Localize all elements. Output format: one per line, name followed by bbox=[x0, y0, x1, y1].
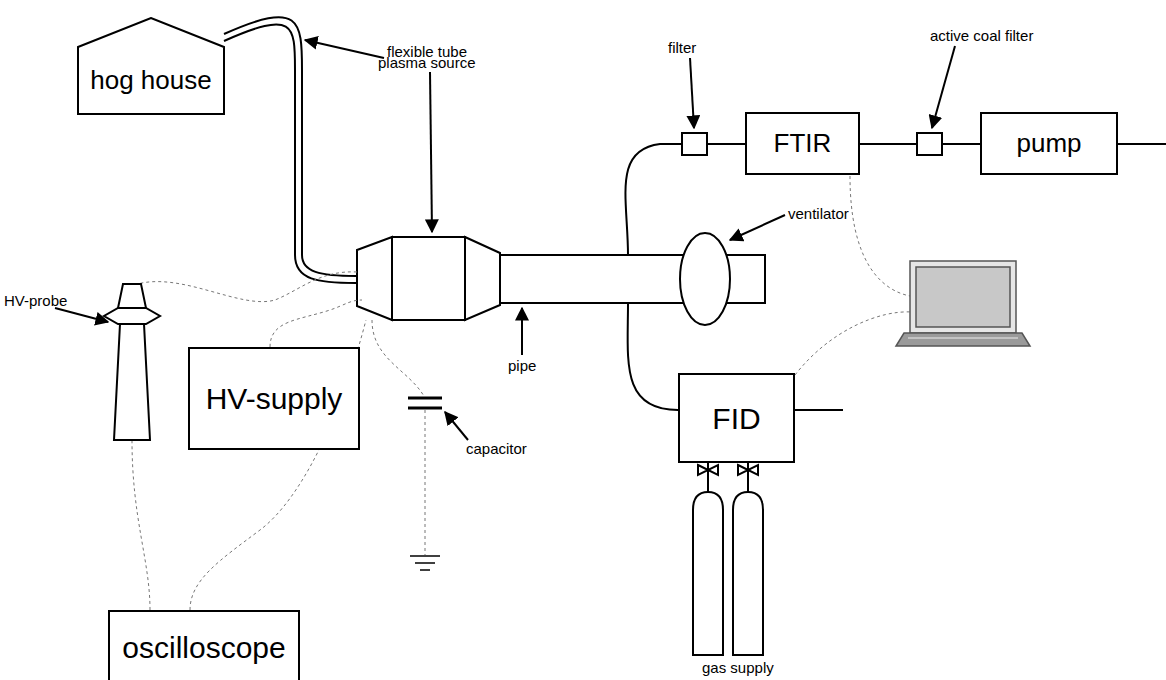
gas-cylinder bbox=[693, 492, 723, 655]
building-shape: hog house bbox=[77, 17, 225, 115]
capacitor-symbol bbox=[408, 398, 442, 408]
data-cable bbox=[132, 176, 912, 610]
gas-cylinder bbox=[693, 463, 763, 655]
capacitor-symbol bbox=[408, 397, 442, 400]
plasma-source bbox=[465, 237, 500, 320]
plasma-source bbox=[357, 237, 500, 320]
part-label: gas supply bbox=[702, 660, 774, 677]
leader-arrow bbox=[445, 412, 468, 440]
box-label: HV-supply bbox=[206, 382, 343, 415]
ground-symbol bbox=[410, 555, 440, 557]
oscilloscope-box: oscilloscope bbox=[108, 610, 300, 680]
flexible-tube bbox=[224, 17, 356, 276]
hv-probe-symbol bbox=[118, 284, 146, 308]
box-label: oscilloscope bbox=[122, 631, 285, 664]
leader-arrow bbox=[932, 46, 955, 128]
instrument-box: FTIR bbox=[745, 112, 860, 175]
ground-symbol bbox=[410, 556, 440, 570]
house-outline bbox=[78, 18, 224, 114]
gas-cylinder bbox=[747, 463, 749, 495]
hv-probe-symbol bbox=[104, 284, 160, 440]
laptop-icon bbox=[896, 333, 1030, 346]
laptop-icon bbox=[896, 261, 1030, 346]
part-label: active coal filter bbox=[930, 28, 1033, 45]
sampling-line bbox=[707, 143, 745, 145]
pipe bbox=[680, 233, 730, 325]
box-label: FID bbox=[712, 402, 760, 435]
part-label: pipe bbox=[508, 358, 536, 375]
hv-probe-symbol bbox=[114, 324, 150, 440]
part-label: plasma source bbox=[378, 55, 476, 72]
instrument-box: FID bbox=[678, 373, 795, 463]
gas-cylinder bbox=[707, 463, 709, 495]
gas-cylinder bbox=[733, 492, 763, 655]
part-label: ventilator bbox=[788, 206, 849, 223]
leader-arrow bbox=[521, 308, 523, 355]
capacitor-symbol bbox=[408, 407, 442, 410]
part-label: filter bbox=[668, 40, 696, 57]
data-cable bbox=[850, 176, 910, 296]
data-cable bbox=[372, 320, 425, 398]
hv-probe-symbol bbox=[104, 308, 160, 324]
ground-symbol bbox=[415, 562, 435, 564]
sampling-line bbox=[625, 144, 1166, 410]
leader-arrow bbox=[305, 40, 384, 58]
box-label: pump bbox=[1016, 129, 1081, 158]
filter-symbol bbox=[917, 133, 942, 155]
laptop-icon bbox=[916, 267, 1010, 327]
data-cable bbox=[270, 300, 362, 347]
sampling-line bbox=[795, 409, 843, 411]
leader-arrow bbox=[55, 308, 108, 322]
data-cable bbox=[132, 440, 150, 610]
plasma-source bbox=[357, 237, 392, 320]
data-cable bbox=[425, 410, 426, 555]
pump-box: pump bbox=[980, 112, 1118, 175]
power-supply-box: HV-supply bbox=[188, 347, 360, 450]
data-cable bbox=[134, 272, 357, 302]
box-label: FTIR bbox=[774, 129, 832, 158]
pipe bbox=[500, 255, 695, 303]
data-cable bbox=[795, 312, 912, 375]
sampling-line bbox=[628, 303, 678, 410]
box-label: hog house bbox=[90, 66, 211, 95]
pipe bbox=[500, 233, 765, 325]
laptop-icon bbox=[910, 261, 1016, 333]
ground-symbol bbox=[420, 569, 430, 571]
filter-symbol bbox=[682, 133, 707, 155]
plasma-source bbox=[392, 237, 465, 320]
flexible-tube bbox=[224, 24, 356, 283]
gas-cylinder bbox=[698, 465, 718, 475]
sampling-line bbox=[1118, 143, 1166, 145]
flexible-tube bbox=[224, 17, 356, 283]
leader-arrow bbox=[730, 215, 785, 240]
sampling-line bbox=[625, 144, 682, 255]
gas-cylinder bbox=[738, 465, 758, 475]
part-label: HV-probe bbox=[4, 293, 67, 310]
laptop-icon bbox=[908, 337, 1018, 339]
part-label: capacitor bbox=[466, 441, 527, 458]
leader-arrow bbox=[430, 72, 432, 232]
leader-arrow bbox=[690, 58, 694, 128]
